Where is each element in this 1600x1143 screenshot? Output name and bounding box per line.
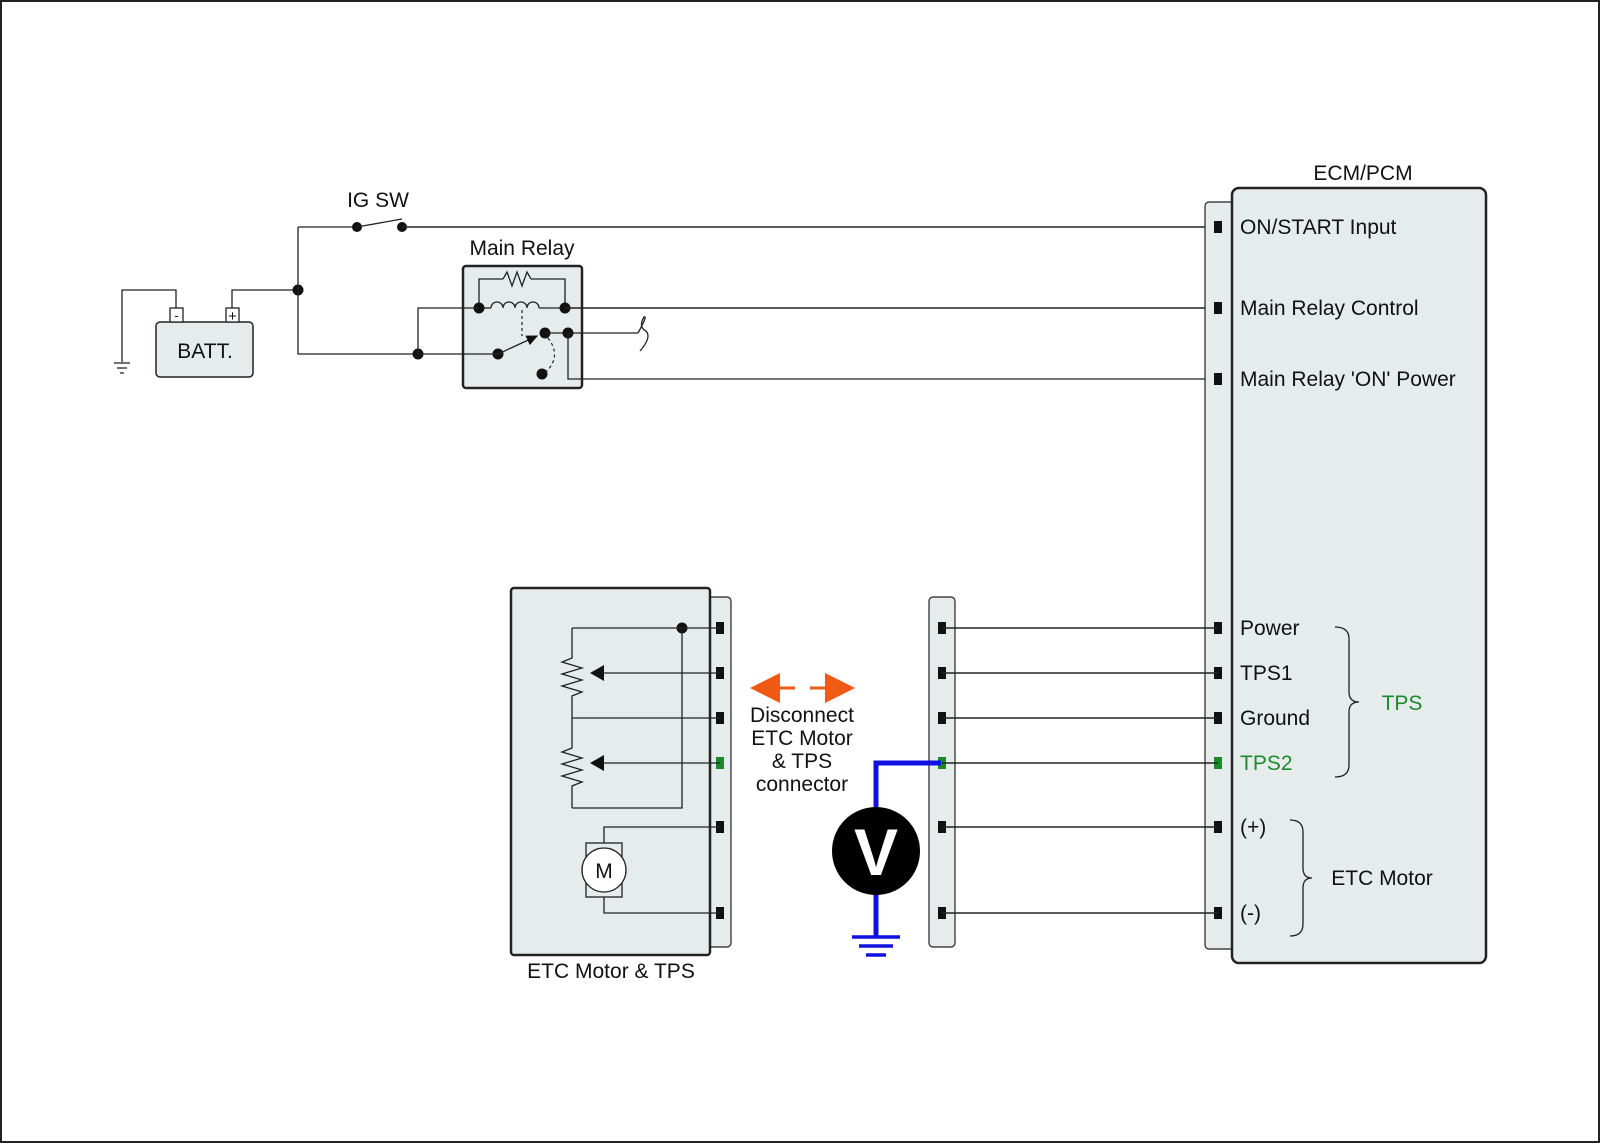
ecm-pin-label: ON/START Input <box>1240 216 1397 239</box>
relay-contacts <box>492 310 574 380</box>
etc-motor-group-label: ETC Motor <box>1331 867 1433 890</box>
ecm-pin-label: Main Relay 'ON' Power <box>1240 368 1456 391</box>
tps-group-label: TPS <box>1382 692 1423 715</box>
main-relay-on-power-wire <box>567 333 1218 380</box>
battery-positive-wire <box>231 289 298 308</box>
ecm-pin-label: (-) <box>1240 902 1261 925</box>
probe-positive-wire <box>873 760 941 810</box>
battery-ground-icon <box>114 362 130 374</box>
ecm-title: ECM/PCM <box>1313 162 1412 185</box>
disconnect-note-line-2: ETC Motor <box>751 727 853 750</box>
tps-bracket <box>1334 626 1360 778</box>
ecm-pin <box>1214 373 1222 385</box>
battery-plus-label: + <box>228 308 237 325</box>
ig-switch <box>298 218 407 232</box>
etc-motor-bracket <box>1289 819 1313 937</box>
battery-feed-wire <box>297 227 418 355</box>
ecm-pin <box>1214 302 1222 314</box>
disconnect-note-line-3: & TPS <box>772 750 832 773</box>
ecm-connector-strip <box>1204 201 1236 950</box>
ecm-pin-label: TPS2 <box>1240 752 1293 775</box>
harness-connector <box>928 596 956 948</box>
motor-symbol-label: M <box>595 860 613 883</box>
main-relay-label: Main Relay <box>469 237 575 260</box>
battery-ground-wire <box>121 289 177 362</box>
ecm-pin-label: Ground <box>1240 707 1310 730</box>
ecm-pin-label: TPS1 <box>1240 662 1293 685</box>
harness-wire-group <box>942 627 1218 914</box>
battery: - + BATT. <box>155 307 254 378</box>
ecm-pin <box>1214 221 1222 233</box>
tps-sensor-circuit <box>559 622 720 809</box>
ecm-pin-label: Main Relay Control <box>1240 297 1419 320</box>
disconnect-note-line-1: Disconnect <box>750 704 854 727</box>
battery-minus-label: - <box>174 308 178 323</box>
disconnect-note: Disconnect ETC Motor & TPS connector <box>750 704 854 796</box>
ig-switch-label: IG SW <box>347 189 409 212</box>
ecm-pin-label: (+) <box>1240 816 1266 839</box>
etc-motor-tps-box <box>509 586 712 957</box>
relay-coil-feed-wire <box>417 307 479 354</box>
disconnect-note-line-4: connector <box>756 773 848 796</box>
probe-ground-icon <box>852 935 900 957</box>
ecm-box <box>1230 186 1488 965</box>
main-relay-box <box>461 264 584 390</box>
etc-motor-circuit <box>581 826 720 914</box>
battery-label: BATT. <box>177 340 233 363</box>
wire-break-icon <box>637 316 649 352</box>
etc-motor-tps-caption: ETC Motor & TPS <box>527 960 695 983</box>
voltmeter-icon <box>832 807 920 895</box>
etc-connector-strip <box>707 596 732 948</box>
ecm-pin-label: Power <box>1240 617 1300 640</box>
voltmeter-symbol-label: V <box>854 815 898 889</box>
